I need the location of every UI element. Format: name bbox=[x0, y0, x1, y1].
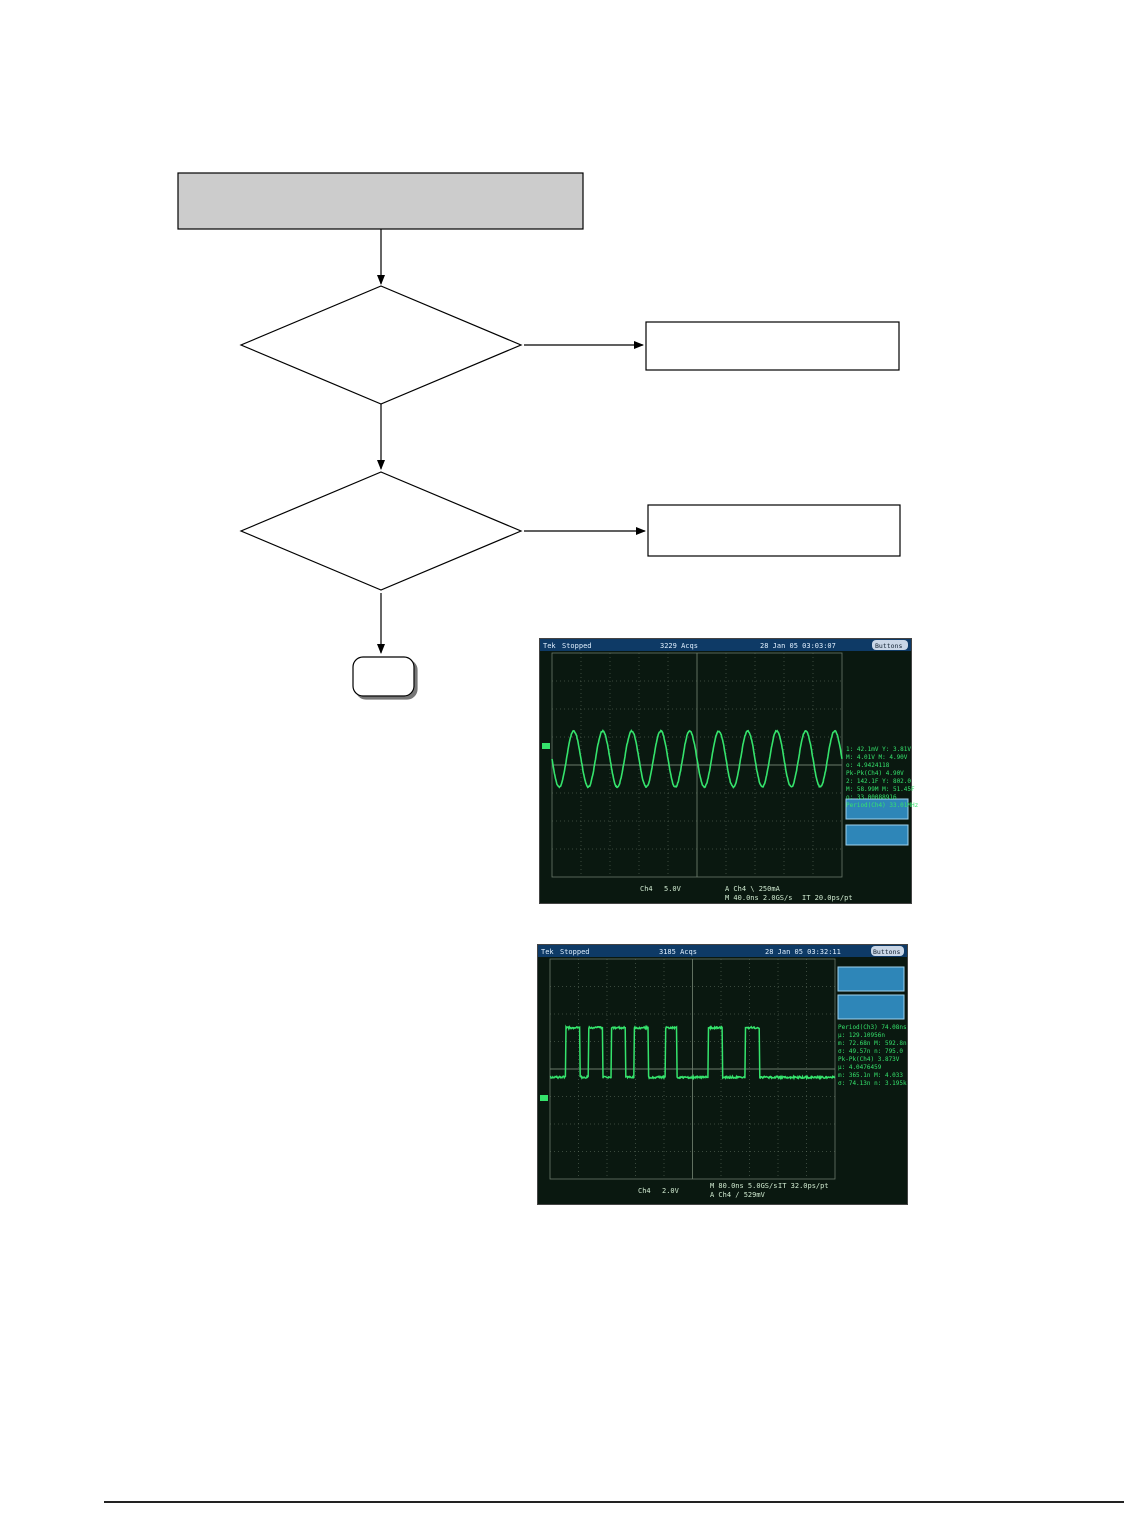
readout-line: µ: 4.0476459 bbox=[838, 1064, 882, 1071]
buttons-chip-label: Buttons bbox=[873, 948, 900, 956]
decision-diamond-2 bbox=[239, 471, 523, 591]
oscilloscope-capture-pulse: Tek Stopped 3185 Acqs 28 Jan 05 03:32:11… bbox=[537, 944, 908, 1205]
footer-ch: Ch4 bbox=[638, 1187, 651, 1195]
readout-line: m: 365.1n M: 4.033 bbox=[838, 1072, 903, 1079]
page-footer-rule bbox=[104, 1501, 1124, 1503]
readout-line: M: 58.99M M: 51.45F bbox=[846, 786, 915, 793]
buttons-chip-label: Buttons bbox=[875, 642, 902, 650]
header-scale: 5.0V bbox=[664, 885, 682, 893]
status-bar bbox=[540, 639, 911, 651]
ch4-ground-marker bbox=[542, 743, 550, 749]
panel-button-1[interactable] bbox=[837, 966, 905, 992]
readout-line: σ: 74.13n n: 3.195k bbox=[838, 1080, 907, 1087]
readout-line: 2: 142.1F Y: 802.0 bbox=[846, 778, 911, 785]
scope-screen: Tek Stopped 3229 Acqs 28 Jan 05 03:03:07… bbox=[540, 639, 919, 902]
decision-diamond-1 bbox=[239, 285, 523, 405]
footer-timebase: M 80.0ns 5.0GS/s bbox=[710, 1182, 777, 1190]
footer-scale: 2.0V bbox=[662, 1187, 680, 1195]
readout-line: o: 4.9424118 bbox=[846, 762, 890, 769]
readout-line: M: 4.01V M: 4.90V bbox=[846, 754, 908, 761]
status-state: Stopped bbox=[560, 948, 590, 956]
panel-button-2[interactable] bbox=[845, 824, 909, 846]
status-bar bbox=[538, 945, 907, 957]
oscilloscope-capture-sine: Tek Stopped 3229 Acqs 28 Jan 05 03:03:07… bbox=[539, 638, 919, 904]
header-record: IT 20.0ps/pt bbox=[802, 894, 853, 902]
buttons-chip[interactable] bbox=[872, 640, 908, 650]
footer-trigger: A Ch4 ∕ 529mV bbox=[710, 1191, 766, 1199]
graticule bbox=[549, 958, 836, 1180]
status-date: 28 Jan 05 03:03:07 bbox=[760, 642, 836, 650]
status-tek: Tek bbox=[543, 642, 556, 650]
ch4-sine-trace bbox=[551, 728, 843, 789]
readout-line: Pk-Pk(Ch4) 4.90V bbox=[846, 770, 904, 777]
status-acqs: 3229 Acqs bbox=[660, 642, 698, 650]
readout-line: o: 33.00088916 bbox=[846, 794, 897, 801]
readout-line: Period(Ch4) 33.01MHz bbox=[846, 802, 919, 809]
header-ch: Ch4 bbox=[640, 885, 653, 893]
readout-line: Period(Ch3) 74.08ns bbox=[838, 1024, 907, 1031]
readout-line: Pk-Pk(Ch4) 3.873V bbox=[838, 1056, 900, 1063]
side-panel bbox=[837, 966, 905, 1020]
readout-line: µ: 129.10956n bbox=[838, 1032, 885, 1039]
panel-button-2[interactable] bbox=[837, 994, 905, 1020]
graticule bbox=[551, 652, 843, 878]
readout-line: 1: 42.1mV Y: 3.81V bbox=[846, 746, 911, 753]
status-date: 28 Jan 05 03:32:11 bbox=[765, 948, 841, 956]
panel-button-1[interactable] bbox=[845, 798, 909, 820]
ch4-ground-marker bbox=[540, 1095, 548, 1101]
status-tek: Tek bbox=[541, 948, 554, 956]
status-state: Stopped bbox=[562, 642, 592, 650]
start-step-box bbox=[177, 172, 584, 230]
scope-screen: Tek Stopped 3185 Acqs 28 Jan 05 03:32:11… bbox=[538, 945, 907, 1199]
ch4-pulse-trace bbox=[549, 1024, 836, 1081]
readout-line: m: 72.68n M: 592.8n bbox=[838, 1040, 907, 1047]
footer-record: IT 32.0ps/pt bbox=[778, 1182, 829, 1190]
header-trigger: A Ch4 \ 250mA bbox=[725, 885, 781, 893]
readout-line: σ: 49.57n n: 795.0 bbox=[838, 1048, 903, 1055]
status-acqs: 3185 Acqs bbox=[659, 948, 697, 956]
action-box-2 bbox=[647, 504, 901, 557]
end-terminal bbox=[352, 656, 415, 697]
buttons-chip[interactable] bbox=[871, 946, 904, 956]
action-box-1 bbox=[645, 321, 900, 371]
header-timebase: M 40.0ns 2.0GS/s bbox=[725, 894, 792, 902]
